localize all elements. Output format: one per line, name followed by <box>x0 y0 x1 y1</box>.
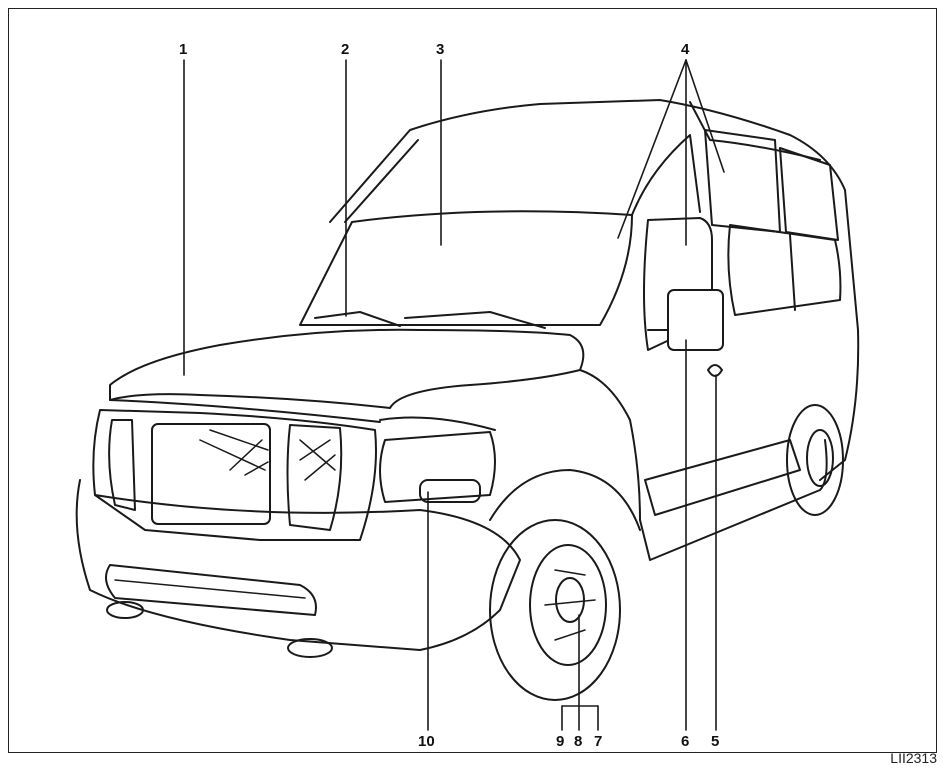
grille-right-mesh <box>299 439 336 481</box>
figure-reference-code: LII2313 <box>890 750 937 766</box>
wheel-arch <box>489 469 641 531</box>
side-mirror <box>667 289 724 351</box>
grille-left-slot <box>108 419 136 511</box>
hood <box>109 328 585 409</box>
hood-front-edge <box>109 399 381 423</box>
figure-frame <box>8 8 937 753</box>
fog-light-right <box>287 638 333 658</box>
roof-inner-line <box>344 139 419 223</box>
grille-main <box>151 423 271 525</box>
leader-4b <box>617 59 687 239</box>
callout-8: 8 <box>574 733 583 750</box>
fender-line <box>579 369 641 521</box>
callout-7: 7 <box>594 733 603 750</box>
fuel-door <box>707 364 723 377</box>
fog-lamp <box>419 479 481 503</box>
callout-5: 5 <box>711 733 720 750</box>
callout-10: 10 <box>418 733 435 750</box>
bumper-intake <box>105 564 317 616</box>
fog-light-left <box>106 601 144 619</box>
callout-6: 6 <box>681 733 690 750</box>
callout-9: 9 <box>556 733 565 750</box>
front-hub <box>555 577 585 623</box>
grille-outer <box>92 409 377 541</box>
bumper <box>75 479 521 651</box>
leader-4c <box>685 59 725 173</box>
front-rim <box>529 544 607 666</box>
a-pillar <box>631 134 701 216</box>
sliding-window <box>727 224 842 316</box>
callout-3: 3 <box>436 41 445 58</box>
rear-rim <box>806 429 834 487</box>
headlight <box>379 431 496 503</box>
grille-mesh <box>199 429 269 476</box>
rim-spokes <box>544 569 596 641</box>
wiper-left <box>314 311 401 327</box>
windshield <box>299 210 633 326</box>
rear-window-upper <box>704 129 781 233</box>
grille-right-slot <box>286 424 343 531</box>
leader-lines <box>183 59 725 731</box>
side-molding <box>644 439 801 516</box>
callout-2: 2 <box>341 41 350 58</box>
bumper-intake-line <box>114 579 306 599</box>
side-window <box>643 217 713 351</box>
headlight-top <box>379 416 496 431</box>
callout-1: 1 <box>179 41 188 58</box>
rear-tire <box>786 404 844 516</box>
rear-window-right <box>779 147 839 241</box>
door-seam <box>789 234 796 311</box>
wiper-right <box>404 311 546 329</box>
front-tire <box>489 519 621 701</box>
body-side-lower <box>639 439 828 561</box>
van-roof <box>329 99 860 481</box>
callout-4: 4 <box>681 41 690 58</box>
